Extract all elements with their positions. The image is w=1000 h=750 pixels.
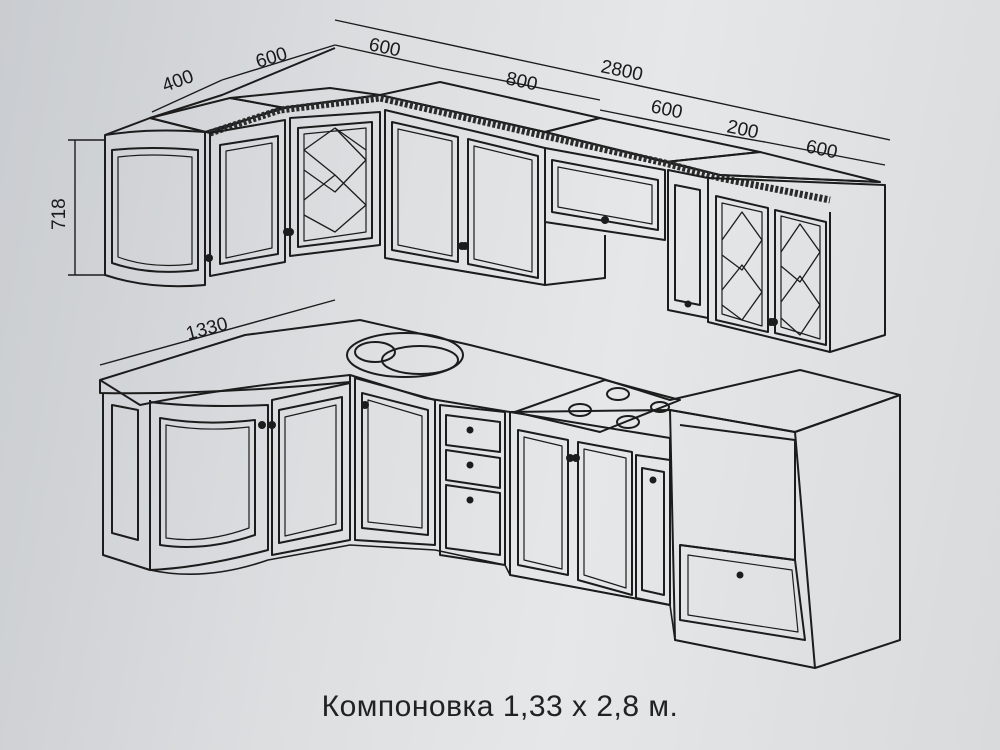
base-cabinets <box>99 319 901 669</box>
cooktop <box>514 379 681 433</box>
dimension-600-b: 600 <box>367 34 402 61</box>
dimension-lines <box>68 19 891 366</box>
dimension-1330: 1330 <box>184 314 230 345</box>
upper-cabinets <box>104 47 886 353</box>
dimension-600-d: 600 <box>804 136 839 163</box>
upper-corner-cabinet <box>104 129 213 288</box>
upper-cabinet-600-a <box>209 119 294 277</box>
dimension-labels: 400 600 600 800 2800 600 200 600 718 133… <box>49 34 839 344</box>
upper-glass-cabinet-right <box>707 177 886 353</box>
upper-hood-cabinet <box>544 147 666 286</box>
dimension-400: 400 <box>160 66 197 97</box>
dimension-600-c: 600 <box>649 96 684 123</box>
layout-caption: Компоновка 1,33 х 2,8 м. <box>321 690 679 723</box>
dimension-800: 800 <box>504 68 539 95</box>
upper-cabinet-800 <box>384 109 546 286</box>
dimension-2800: 2800 <box>599 56 645 85</box>
upper-glass-cabinet-left <box>283 111 381 257</box>
dimension-718: 718 <box>49 198 70 230</box>
upper-cabinet-200 <box>667 169 709 319</box>
sink <box>346 332 464 378</box>
dimension-200: 200 <box>725 116 760 143</box>
oven-unit <box>669 394 901 669</box>
